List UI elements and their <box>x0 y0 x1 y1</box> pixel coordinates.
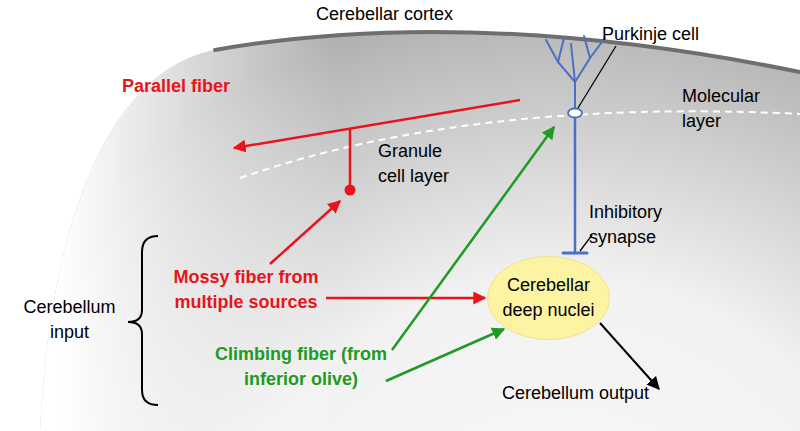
group-label: Cerebellum input <box>12 295 127 345</box>
purkinje-soma <box>568 109 582 118</box>
node-text: Cerebellar deep nuclei <box>495 273 603 323</box>
output-arrow <box>600 323 659 389</box>
dendrite <box>575 36 590 82</box>
parallel-fiber <box>234 100 520 148</box>
fiber-label: Climbing fiber (from inferior olive) <box>208 342 394 392</box>
node-outline <box>487 256 610 340</box>
granule-axon <box>349 128 352 190</box>
output-label: Cerebellum output <box>502 381 702 406</box>
mossy-fiber <box>270 201 340 264</box>
input-bracket <box>128 236 158 405</box>
layer-label: Granule cell layer <box>378 139 470 189</box>
axon <box>574 117 577 253</box>
cortex-fade <box>40 32 800 431</box>
fiber-label: Mossy fiber from multiple sources <box>160 265 332 315</box>
dendrite <box>558 38 564 62</box>
region-label: Cerebellar cortex <box>316 2 486 27</box>
cortex-region <box>40 32 800 431</box>
granule-cell <box>345 185 356 196</box>
synapse-bar <box>563 252 587 255</box>
climbing-fiber <box>386 329 504 381</box>
ellipse-shape <box>488 257 610 340</box>
synapse-label: Inhibitory synapse <box>589 200 711 250</box>
cell-label: Purkinje cell <box>602 22 732 47</box>
dendrite <box>546 40 575 82</box>
cortex-surface <box>215 32 800 72</box>
nucleus-ellipse: Cerebellar deep nuclei <box>487 256 610 340</box>
leader-line <box>578 46 616 108</box>
mossy-fiber <box>326 297 485 300</box>
fiber-label: Parallel fiber <box>122 74 262 99</box>
dendrite <box>574 82 576 109</box>
dendrite <box>571 44 575 82</box>
layer-label: Molecular layer <box>682 84 774 134</box>
node-body: Cerebellar deep nuclei <box>487 256 610 340</box>
